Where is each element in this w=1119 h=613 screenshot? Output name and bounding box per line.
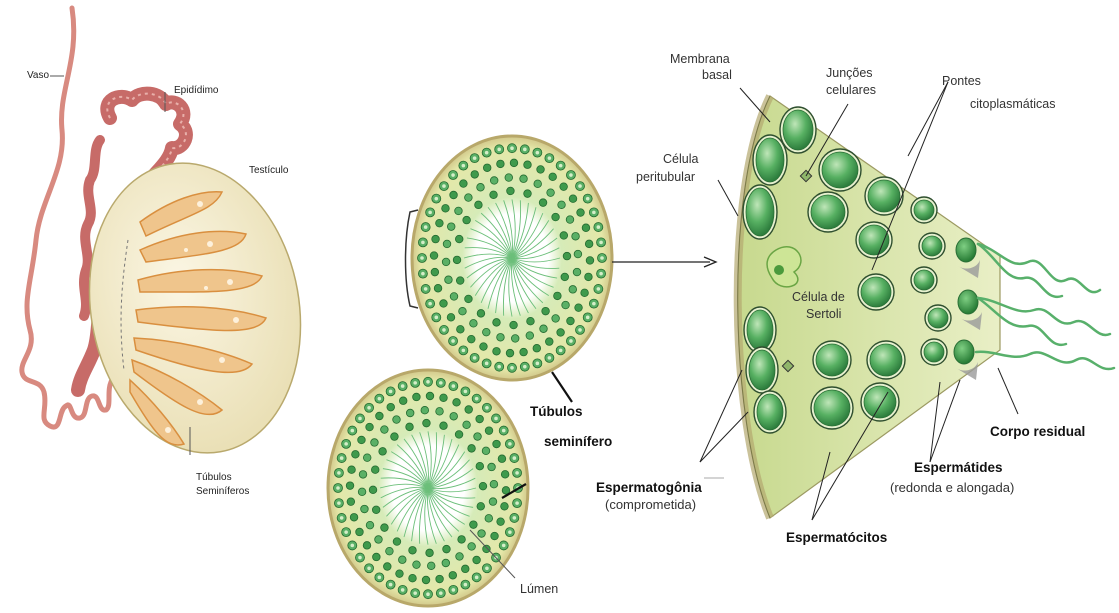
label-espermatocitos: Espermatócitos <box>786 530 887 546</box>
label-epididimo: Epidídimo <box>174 85 218 97</box>
label-espermatides: Espermátides <box>914 460 1003 476</box>
testis-illustration <box>22 8 323 470</box>
label-membrana: Membrana <box>670 52 730 66</box>
spermatid-head <box>958 290 978 314</box>
label-seminiferos: Seminíferos <box>196 486 249 498</box>
tubule-cross-sections <box>328 136 612 606</box>
label-juncoes: Junções <box>826 66 873 80</box>
spermatid-head <box>954 340 974 364</box>
label-tubulos-bold: Túbulos <box>530 404 583 420</box>
label-redonda-alongada: (redonda e alongada) <box>890 481 1014 496</box>
label-pontes: Pontes <box>942 74 981 88</box>
label-citoplasmaticas: citoplasmáticas <box>970 97 1055 111</box>
label-comprometida: (comprometida) <box>605 498 696 513</box>
label-celula-de: Célula de <box>792 290 845 304</box>
label-sertoli: Sertoli <box>806 307 841 321</box>
tubule-upper <box>412 136 612 380</box>
epithelium-wedge <box>738 96 1000 518</box>
label-corpo-residual: Corpo residual <box>990 424 1085 440</box>
label-lumen: Lúmen <box>520 582 558 596</box>
label-peritubular: peritubular <box>636 170 695 184</box>
label-basal: basal <box>702 68 732 82</box>
tubulos-seminifero-leader-1 <box>552 372 572 402</box>
label-testiculo: Testículo <box>249 165 288 177</box>
label-celula: Célula <box>663 152 698 166</box>
label-vaso: Vaso <box>27 70 49 82</box>
label-celulares: celulares <box>826 83 876 97</box>
label-espermatogonia: Espermatogônia <box>596 480 702 496</box>
tubule-lower <box>328 370 528 606</box>
label-seminifero-bold: seminífero <box>544 434 612 450</box>
label-tubulos: Túbulos <box>196 472 232 484</box>
spermatid-head <box>956 238 976 262</box>
